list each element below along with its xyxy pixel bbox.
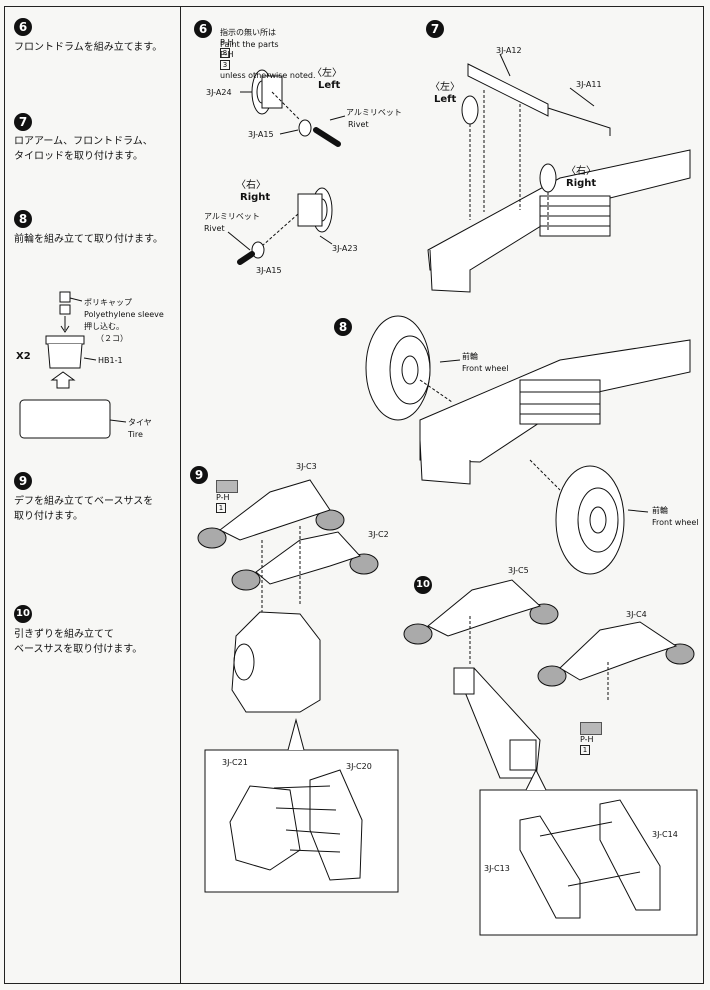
right-label-jp-7: 〈右〉 [566, 166, 596, 177]
quantity-label: （２コ） [96, 334, 128, 343]
front-wheel-assembly-drawing [365, 315, 691, 575]
tire-label-en: Tire [128, 430, 143, 439]
part-label-3J-C5: 3J-C5 [508, 566, 529, 575]
step-number-7: 7 [14, 113, 32, 131]
paint-code-box-en: 3 [220, 60, 230, 70]
paint-swatch-9 [216, 480, 238, 493]
left-label-en: Left [318, 80, 341, 91]
part-label-3J-A15-left: 3J-A15 [248, 130, 274, 139]
right-label-jp: 〈右〉 [236, 180, 266, 191]
part-label-3J-A15-right: 3J-A15 [256, 266, 282, 275]
left-label-jp: 〈左〉 [312, 68, 342, 79]
step-6-instruction: フロントドラムを組み立てます。 [14, 42, 163, 53]
part-label-3J-C21: 3J-C21 [222, 758, 248, 767]
step-8-badge: 8 [334, 318, 352, 336]
paint-code-9: 1 [216, 503, 226, 513]
part-label-3J-A12: 3J-A12 [496, 46, 522, 55]
differential-suspension-drawing [197, 479, 399, 893]
paint-note-prefix: P-H [220, 38, 234, 47]
rivet-label-en-right: Rivet [204, 224, 225, 233]
paint-prefix-10: P-H [580, 735, 594, 744]
front-wheel-label-jp: 前輪 [462, 352, 478, 361]
column-divider [180, 6, 181, 984]
step-9-instruction: デフを組み立ててベースサスを 取り付けます。 [14, 496, 154, 522]
step-9-badge: 9 [190, 466, 208, 484]
part-label-3J-C20: 3J-C20 [346, 762, 372, 771]
push-in-label: 押し込む。 [84, 322, 124, 331]
step-7-instruction: ロアアーム、フロントドラム、 タイロッドを取り付けます。 [14, 136, 153, 162]
part-label-3J-C2: 3J-C2 [368, 530, 389, 539]
front-drum-right-drawing [227, 187, 333, 265]
step-number-9: 9 [14, 472, 32, 490]
chassis-front-drawing [427, 53, 691, 293]
part-label-3J-C14: 3J-C14 [652, 830, 678, 839]
step-8-instruction: 前輪を組み立てて取り付けます。 [14, 234, 163, 245]
left-label-jp-7: 〈左〉 [430, 82, 460, 93]
paint-note-jp: 指示の無い所は [220, 28, 276, 37]
step-number-6: 6 [14, 18, 32, 36]
paint-swatch-10 [580, 722, 602, 735]
part-label-3J-C13: 3J-C13 [484, 864, 510, 873]
rivet-label-jp: アルミリベット [346, 108, 402, 117]
trailing-arm-suspension-drawing [403, 579, 698, 936]
front-wheel-label-en-right: Front wheel [652, 518, 699, 527]
tire-assembly-drawing [19, 291, 127, 439]
paint-code-10: 1 [580, 745, 590, 755]
step-number-10: 10 [14, 605, 32, 623]
part-label-3J-C4: 3J-C4 [626, 610, 647, 619]
step-6-badge: 6 [194, 20, 212, 38]
paint-note-en-tail: unless otherwise noted. [220, 70, 316, 80]
rivet-label-en: Rivet [348, 120, 369, 129]
right-label-en-7: Right [566, 178, 597, 189]
paint-note-prefix-en: P-H [220, 50, 234, 59]
page-border [4, 6, 704, 984]
part-label-3J-A11: 3J-A11 [576, 80, 602, 89]
part-label-3J-C3: 3J-C3 [296, 462, 317, 471]
polycap-label-jp: ポリキャップ [84, 298, 132, 307]
part-label-3J-A23: 3J-A23 [332, 244, 358, 253]
paint-code-box: 3 [220, 48, 230, 58]
front-wheel-label-jp-right: 前輪 [652, 506, 668, 515]
part-label-3J-A24: 3J-A24 [206, 88, 232, 97]
tire-label-jp: タイヤ [128, 418, 152, 427]
polycap-label-en: Polyethylene sleeve [84, 310, 164, 319]
step-10-badge: 10 [414, 576, 432, 594]
multiplier-label: X2 [16, 351, 31, 362]
front-drum-left-drawing [240, 69, 346, 147]
left-label-en-7: Left [434, 94, 457, 105]
step-10-instruction: 引きずりを組み立てて ベースサスを取り付けます。 [14, 629, 143, 655]
paint-prefix-9: P-H [216, 493, 230, 502]
hub-part-label: HB1-1 [98, 356, 123, 365]
step-7-badge: 7 [426, 20, 444, 38]
front-wheel-label-en: Front wheel [462, 364, 509, 373]
rivet-label-jp-right: アルミリベット [204, 212, 260, 221]
right-label-en: Right [240, 192, 271, 203]
step-number-8: 8 [14, 210, 32, 228]
paint-note-en: Paint the parts [220, 40, 279, 49]
